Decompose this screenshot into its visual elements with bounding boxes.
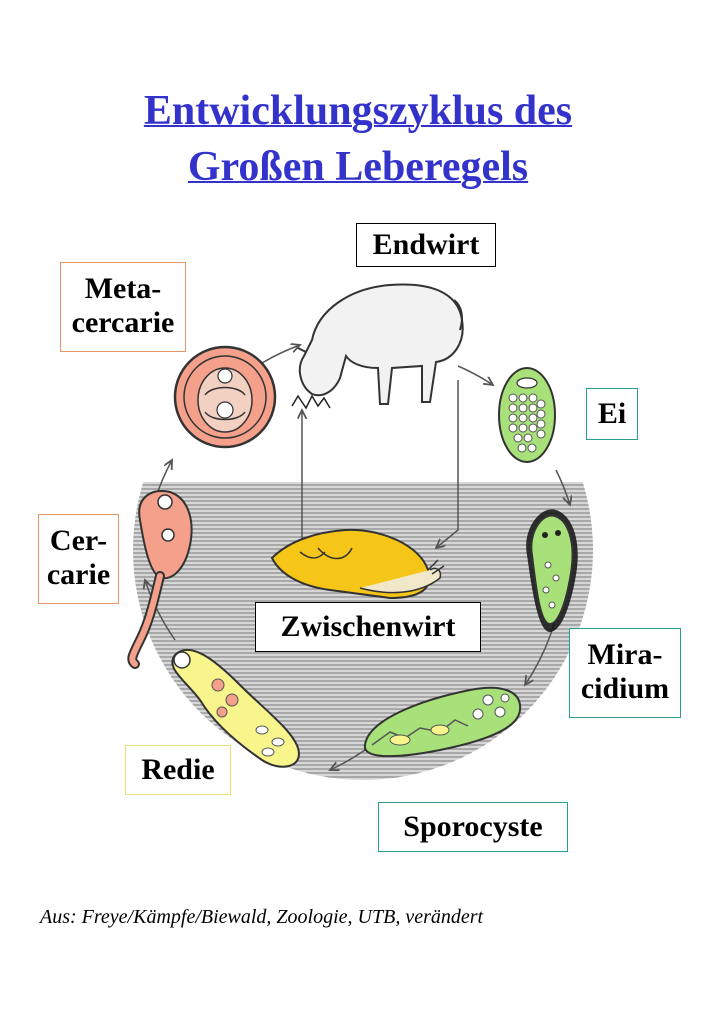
stage-label-redie: Redie [125, 745, 231, 795]
zwischenwirt-text: Zwischenwirt [280, 610, 456, 643]
redie-text: Redie [141, 753, 215, 786]
stage-label-cercarie: Cer- carie [38, 514, 119, 604]
stage-label-zwischenwirt: Zwischenwirt [255, 602, 481, 652]
stage-label-endwirt: Endwirt [356, 223, 496, 267]
stage-label-metacercarie: Meta- cercarie [60, 262, 186, 352]
egg-icon [498, 367, 556, 463]
title-line-2: Großen Leberegels [187, 144, 529, 190]
snail-icon [270, 528, 445, 600]
redia-icon [171, 648, 300, 768]
sporocyst-icon [363, 686, 522, 758]
cercarie-text-2: carie [46, 558, 111, 591]
source-caption: Aus: Freye/Kämpfe/Biewald, Zoologie, UTB… [40, 906, 484, 928]
metacercarie-text-1: Meta- [84, 272, 162, 305]
miracidium-text-2: cidium [580, 672, 670, 705]
stage-label-ei: Ei [586, 388, 638, 440]
cercaria-icon [127, 490, 193, 669]
metacercarie-text-2: cercarie [71, 306, 175, 339]
miracidium-text-1: Mira- [587, 638, 663, 671]
sporocyste-text: Sporocyste [403, 810, 543, 843]
endwirt-text: Endwirt [372, 228, 480, 261]
stage-label-sporocyste: Sporocyste [378, 802, 568, 852]
cercarie-text-1: Cer- [49, 524, 108, 557]
title-line-1: Entwicklungszyklus des [143, 88, 573, 134]
miracidium-icon [526, 509, 578, 632]
sheep-icon [291, 283, 464, 410]
metacercaria-icon [173, 345, 277, 449]
ei-text: Ei [597, 397, 627, 430]
stage-label-miracidium: Mira- cidium [569, 628, 681, 718]
